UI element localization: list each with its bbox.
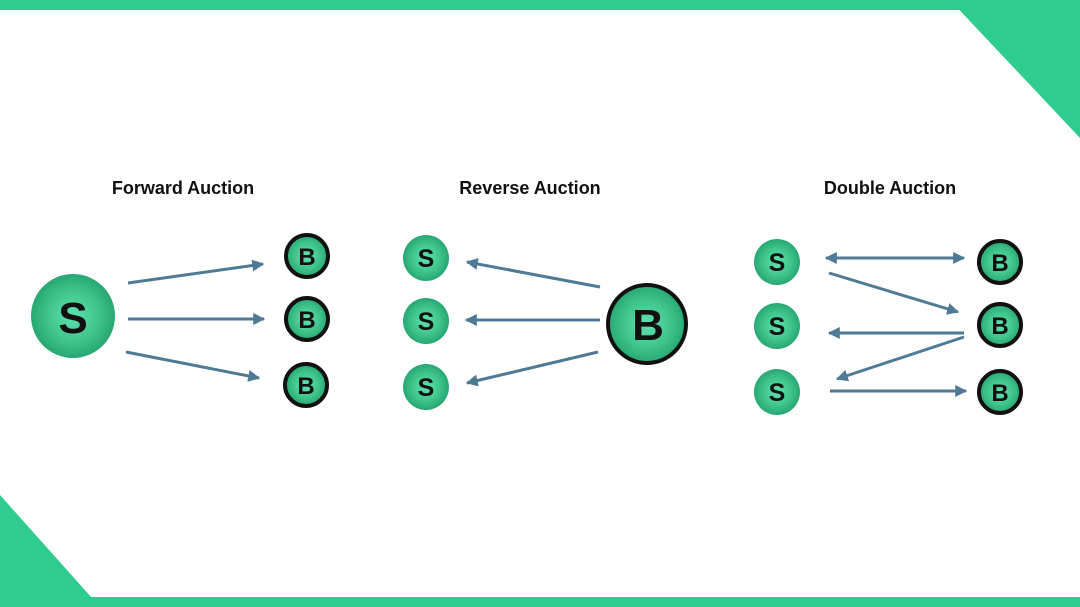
double-arrow-2	[828, 271, 960, 315]
buyer-node-label: B	[991, 313, 1008, 340]
corner-triangle-bottom-left	[0, 495, 100, 607]
buyer-node	[977, 369, 1023, 415]
buyer-node-label: B	[297, 373, 314, 400]
buyer-node	[284, 296, 330, 342]
bottom-bar	[0, 597, 1080, 607]
forward-auction-title: Forward Auction	[111, 178, 255, 198]
buyer-node-label: B	[298, 307, 315, 334]
seller-node-label: S	[418, 374, 435, 402]
seller-node-label: S	[769, 313, 786, 341]
reverse-auction-group: S S S B	[403, 235, 688, 410]
seller-node	[754, 303, 800, 349]
seller-node-label: S	[418, 308, 435, 336]
buyer-node	[284, 233, 330, 279]
reverse-arrow-3	[465, 350, 599, 387]
seller-node	[754, 239, 800, 285]
forward-arrow-3	[125, 350, 261, 382]
buyer-node	[977, 239, 1023, 285]
seller-node	[754, 369, 800, 415]
seller-node	[31, 274, 115, 358]
buyer-node-label: B	[298, 244, 315, 271]
seller-node-label: S	[418, 245, 435, 273]
top-bar	[0, 0, 1080, 10]
seller-node	[403, 235, 449, 281]
reverse-auction-title: Reverse Auction	[459, 178, 601, 198]
buyer-node	[283, 362, 329, 408]
seller-node-label: S	[58, 294, 87, 343]
seller-node	[403, 364, 449, 410]
corner-triangle-top-right	[950, 0, 1080, 138]
buyer-node-label: B	[632, 301, 664, 350]
reverse-arrow-1	[465, 258, 601, 289]
seller-node-label: S	[769, 249, 786, 277]
forward-auction-group: S B B B	[31, 233, 330, 408]
double-arrow-4	[835, 335, 965, 382]
seller-node	[403, 298, 449, 344]
double-auction-group: S S S B B B	[754, 239, 1023, 415]
double-auction-title: Double Auction	[823, 178, 957, 198]
seller-node-label: S	[769, 379, 786, 407]
forward-arrow-1	[127, 259, 265, 285]
buyer-node	[606, 283, 688, 365]
buyer-node-label: B	[991, 380, 1008, 407]
buyer-node	[977, 302, 1023, 348]
buyer-node-label: B	[991, 250, 1008, 277]
